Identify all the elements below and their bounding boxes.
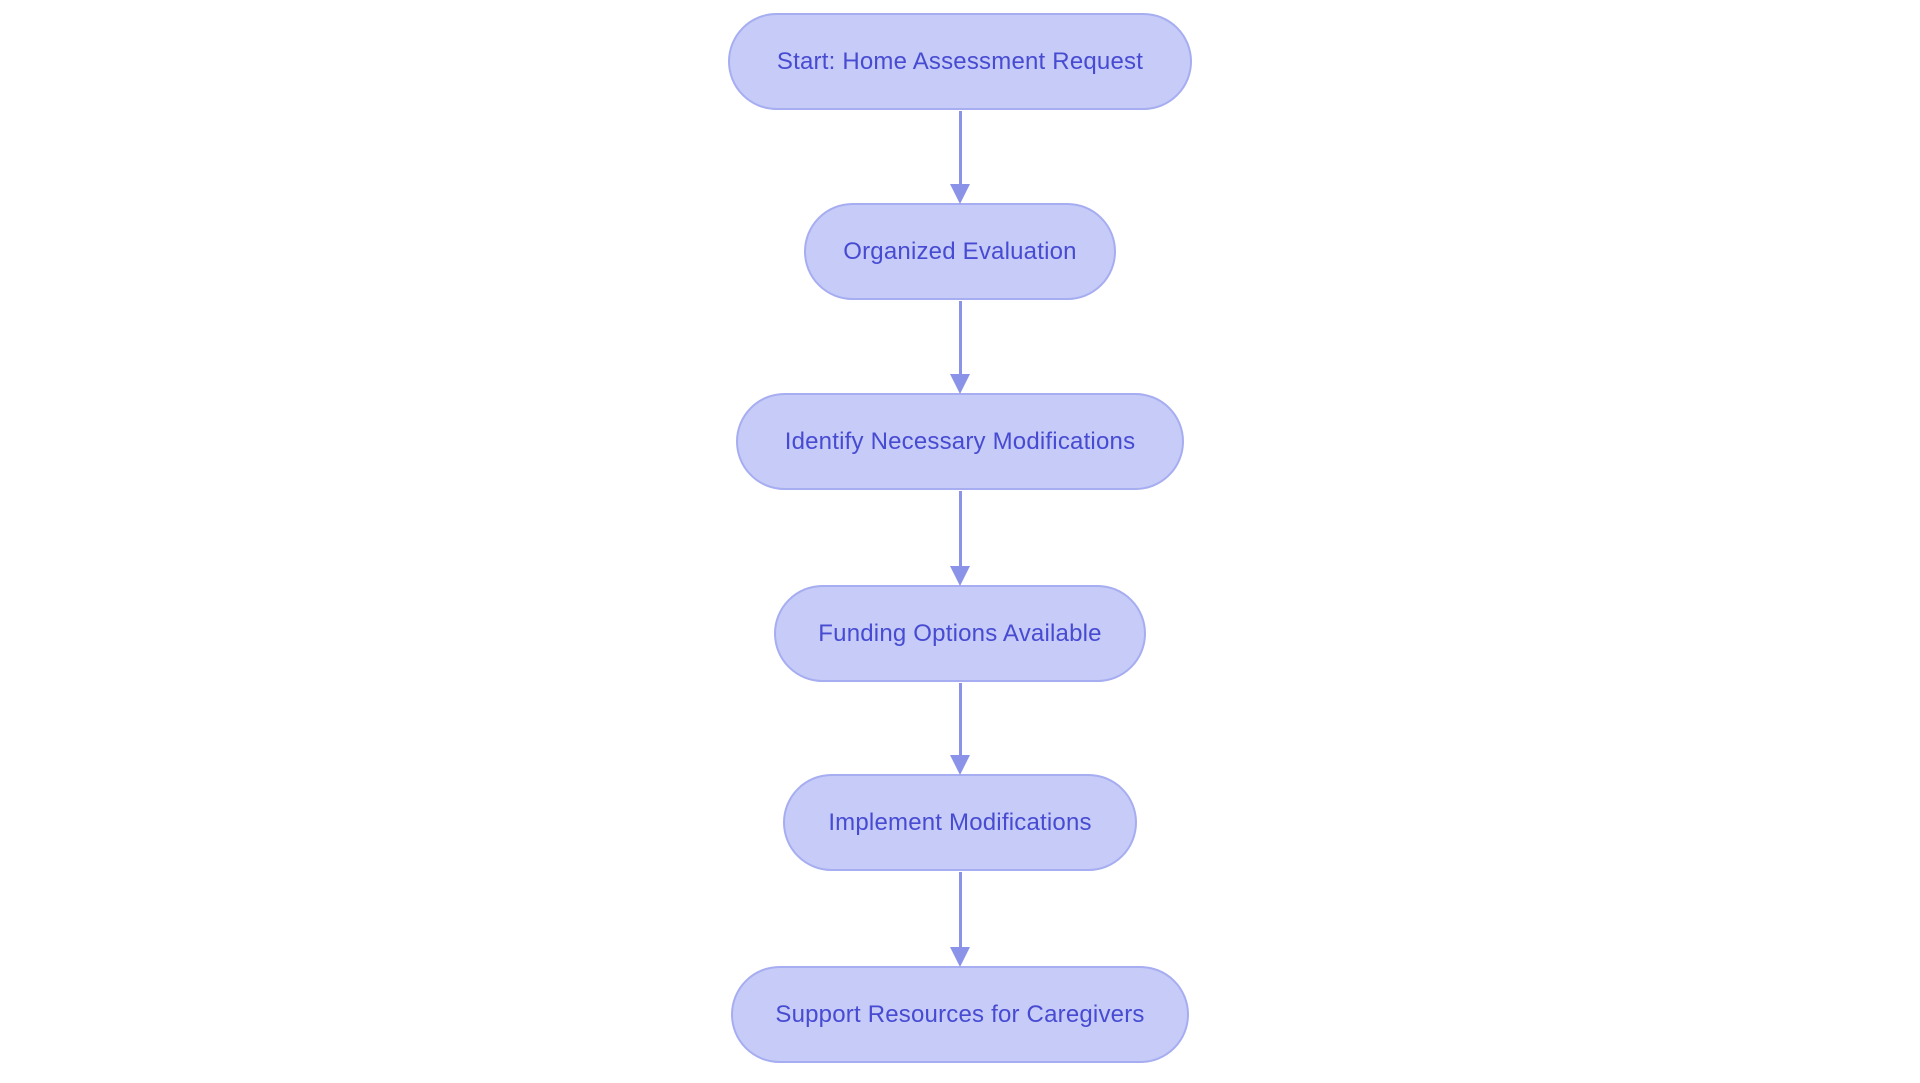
flow-arrow-evaluation-to-identify bbox=[949, 301, 971, 394]
arrow-head-icon bbox=[950, 947, 970, 967]
arrow-line bbox=[958, 683, 962, 756]
flow-arrow-start-to-evaluation bbox=[949, 111, 971, 204]
arrow-head-icon bbox=[950, 184, 970, 204]
arrow-line bbox=[958, 491, 962, 567]
arrow-head-icon bbox=[950, 566, 970, 586]
flow-node-organized-evaluation: Organized Evaluation bbox=[804, 203, 1116, 300]
flow-arrow-implement-to-support bbox=[949, 872, 971, 967]
flow-arrow-funding-to-implement bbox=[949, 683, 971, 775]
flow-arrow-identify-to-funding bbox=[949, 491, 971, 586]
arrow-line bbox=[958, 301, 962, 375]
flow-node-support-resources: Support Resources for Caregivers bbox=[731, 966, 1189, 1063]
flow-node-start: Start: Home Assessment Request bbox=[728, 13, 1192, 110]
arrow-line bbox=[958, 872, 962, 948]
flow-node-implement-modifications: Implement Modifications bbox=[783, 774, 1137, 871]
flow-node-funding-options: Funding Options Available bbox=[774, 585, 1146, 682]
arrow-head-icon bbox=[950, 374, 970, 394]
flow-node-identify-modifications: Identify Necessary Modifications bbox=[736, 393, 1184, 490]
arrow-head-icon bbox=[950, 755, 970, 775]
arrow-line bbox=[958, 111, 962, 185]
